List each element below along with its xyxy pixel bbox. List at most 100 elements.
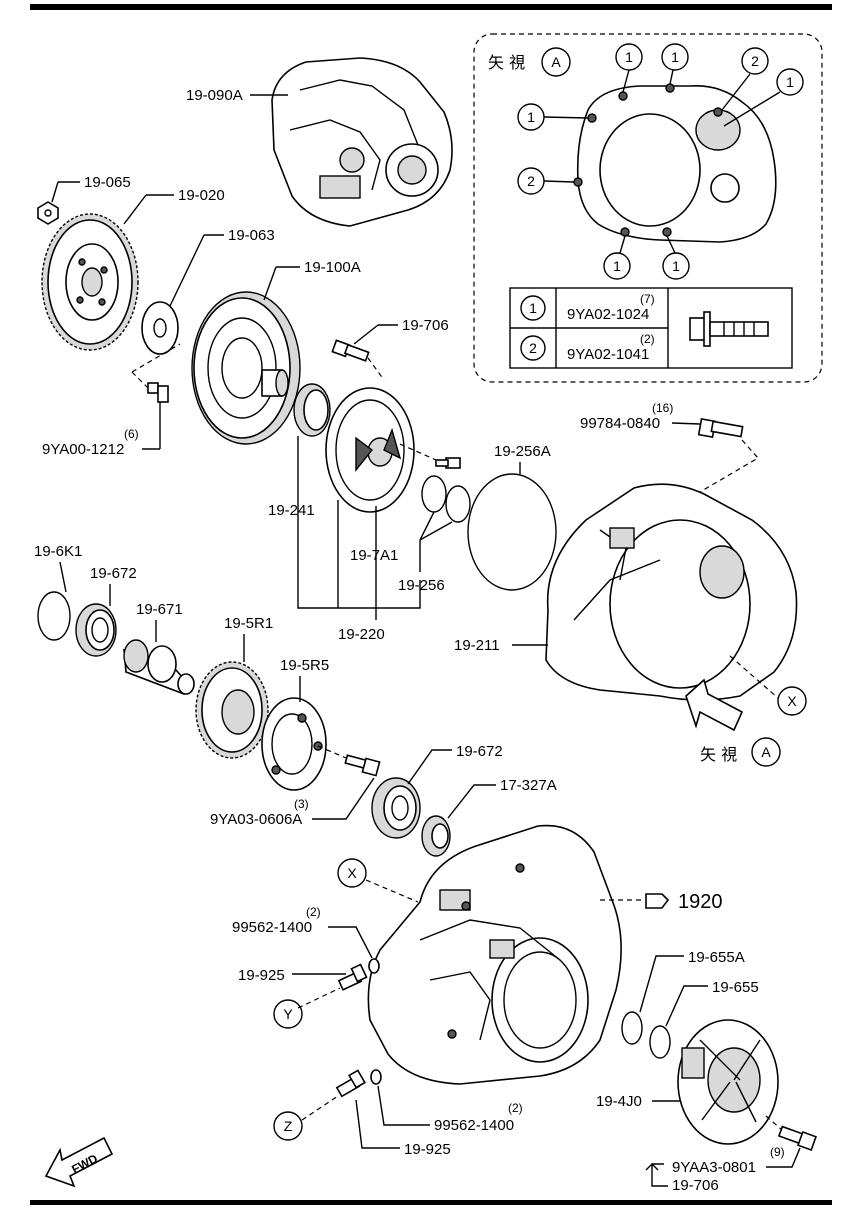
- pump-bolt: [435, 457, 461, 469]
- label-19-655a: 19-655A: [688, 949, 745, 966]
- inset-callout-2-top: 2: [721, 47, 769, 111]
- label-1920: 1920: [678, 891, 723, 913]
- table-row2-mark: 2: [529, 340, 537, 356]
- view-arrow-letter: A: [761, 744, 771, 760]
- svg-text:1: 1: [671, 49, 679, 65]
- label-19-706-top: 19-706: [402, 317, 449, 334]
- qty-99562-1400-a: (2): [306, 905, 321, 919]
- label-9ya00-1212: 9YA00-1212: [42, 441, 124, 458]
- plug-19-925-a: [337, 963, 368, 991]
- label-19-020: 19-020: [178, 187, 225, 204]
- bolt-99784-0840: [697, 417, 744, 439]
- o-ring-19-256-a: [421, 475, 447, 513]
- ref-y: Y: [273, 999, 303, 1029]
- table-row1-part: 9YA02-1024: [567, 306, 649, 323]
- drive-plate-19-063: [141, 301, 179, 355]
- label-19-655: 19-655: [712, 979, 759, 996]
- qty-9yaa3-0801: (9): [770, 1145, 785, 1159]
- qty-99784-0840: (16): [652, 401, 673, 415]
- ref-x-bottom: X: [337, 858, 367, 888]
- inset-callout-2-left: 2: [517, 167, 575, 195]
- label-19-256: 19-256: [398, 577, 445, 594]
- svg-text:2: 2: [527, 173, 535, 189]
- label-19-7a1: 19-7A1: [350, 547, 398, 564]
- label-9ya03-0606a: 9YA03-0606A: [210, 811, 302, 828]
- inset-callout-1-top-a: 1: [615, 43, 643, 93]
- ref-x-top: X: [777, 686, 807, 716]
- assembly-ref-1920: 1920: [600, 891, 723, 913]
- svg-text:1: 1: [786, 74, 794, 90]
- bottom-rule: [30, 1200, 832, 1205]
- torque-converter: [191, 291, 301, 445]
- svg-text:X: X: [787, 693, 797, 709]
- inset-callout-1-right: 1: [723, 68, 804, 127]
- table-row2-qty: (2): [640, 332, 655, 346]
- qty-9ya03-0606a: (3): [294, 797, 309, 811]
- label-19-256a: 19-256A: [494, 443, 551, 460]
- bolt-9yaa3-0801: [777, 1125, 817, 1151]
- shaft-19-671: [123, 639, 195, 695]
- qty-99562-1400-b: (2): [508, 1101, 523, 1115]
- retainer-19-5r5: [261, 697, 327, 791]
- label-19-5r5: 19-5R5: [280, 657, 329, 674]
- label-19-220: 19-220: [338, 626, 385, 643]
- label-9yaa3-0801: 9YAA3-0801: [672, 1159, 756, 1176]
- top-rule: [30, 4, 832, 10]
- inset-view-letter: A: [551, 54, 561, 70]
- svg-text:1: 1: [625, 49, 633, 65]
- svg-text:1: 1: [672, 258, 680, 274]
- label-19-671: 19-671: [136, 601, 183, 618]
- label-19-211: 19-211: [454, 637, 500, 654]
- label-19-672-b: 19-672: [456, 743, 503, 760]
- label-19-063: 19-063: [228, 227, 275, 244]
- seal-17-327a: [421, 815, 451, 857]
- svg-text:2: 2: [751, 53, 759, 69]
- svg-text:1: 1: [613, 258, 621, 274]
- svg-text:X: X: [347, 865, 357, 881]
- bolt-9ya00-1212: [147, 382, 169, 403]
- o-ring-19-655a: [621, 1011, 643, 1045]
- label-19-100a: 19-100A: [304, 259, 361, 276]
- view-a-inset: 矢 視 A 1 1 1 2 1: [473, 33, 823, 383]
- label-19-090a: 19-090A: [186, 87, 243, 104]
- svg-text:Y: Y: [283, 1006, 293, 1022]
- o-ring-19-256a: [467, 473, 557, 591]
- transaxle-case: [367, 824, 622, 1085]
- bolt-9ya03-0606a: [344, 754, 381, 777]
- bolt-spec-table: 1 (7) 9YA02-1024 2 (2) 9YA02-1041: [509, 287, 793, 369]
- label-19-672-a: 19-672: [90, 565, 137, 582]
- inset-callout-1-left: 1: [517, 103, 589, 131]
- bearing-19-672-a: [75, 603, 117, 657]
- label-19-5r1: 19-5R1: [224, 615, 273, 632]
- nut-19-065: [37, 201, 59, 225]
- label-19-4j0: 19-4J0: [596, 1093, 642, 1110]
- label-99562-1400-a: 99562-1400: [232, 919, 312, 936]
- label-19-241: 19-241: [268, 502, 315, 519]
- label-19-925-b: 19-925: [404, 1141, 451, 1158]
- ref-z: Z: [273, 1111, 303, 1141]
- snap-ring-19-6k1: [37, 591, 71, 641]
- label-19-925-a: 19-925: [238, 967, 285, 984]
- bolt-icon: [689, 311, 769, 347]
- label-19-065: 19-065: [84, 174, 131, 191]
- label-17-327a: 17-327A: [500, 777, 557, 794]
- oil-pump-19-7a1: [325, 387, 415, 513]
- table-row1-mark: 1: [529, 300, 537, 316]
- bearing-19-672-b: [371, 777, 421, 839]
- converter-housing-19-211: [545, 483, 798, 701]
- label-19-6k1: 19-6K1: [34, 543, 82, 560]
- transaxle-assembly: [271, 57, 453, 227]
- inset-view-label: 矢 視: [488, 53, 525, 72]
- o-ring-19-256-b: [445, 485, 471, 523]
- cover-19-4j0: [677, 1019, 779, 1145]
- svg-text:1: 1: [527, 109, 535, 125]
- table-row1-qty: (7): [640, 292, 655, 306]
- inset-callout-1-top-b: 1: [661, 43, 689, 85]
- gear-19-5r1: [195, 661, 269, 759]
- inset-callout-1-bottom-a: 1: [603, 235, 631, 280]
- oil-seal-19-241: [293, 383, 331, 437]
- fwd-arrow-icon: FWD: [44, 1136, 114, 1188]
- plug-19-925-b: [335, 1069, 366, 1098]
- inset-callout-1-bottom-b: 1: [662, 235, 690, 280]
